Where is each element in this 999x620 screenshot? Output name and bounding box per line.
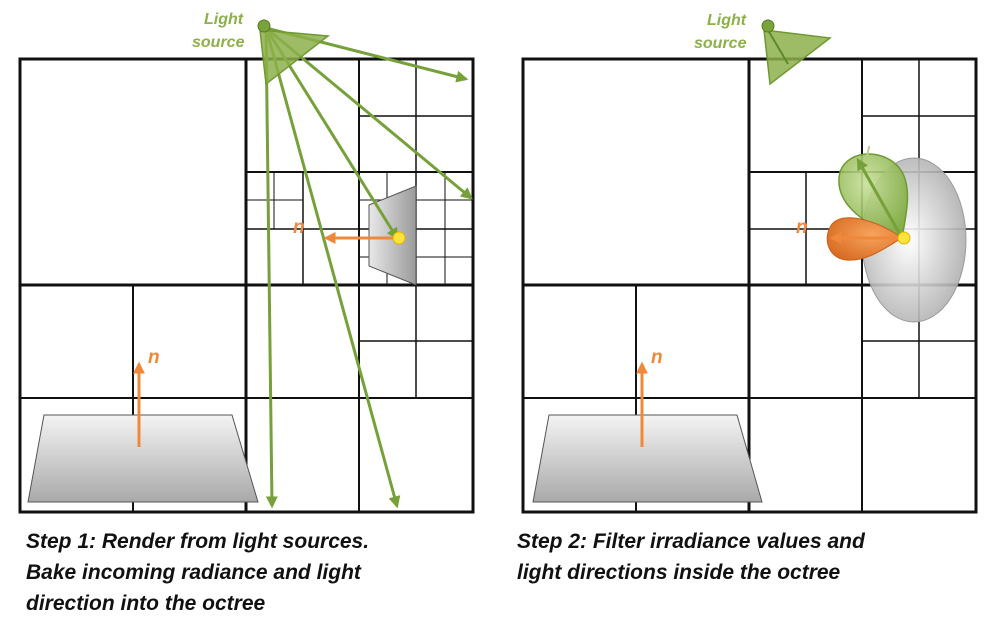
octree-grid	[18, 57, 475, 514]
floor-surface	[27, 414, 259, 503]
caption-line: Step 1: Render from light sources.	[26, 530, 370, 553]
caption-line: direction into the octree	[26, 592, 266, 615]
light-source-icon	[761, 19, 832, 86]
light-direction-label: l	[866, 143, 871, 159]
floor-surface	[532, 414, 763, 503]
sample-point-icon	[897, 231, 911, 245]
caption-step-2: Step 2: Filter irradiance values and lig…	[517, 526, 865, 588]
caption-line: light directions inside the octree	[517, 561, 841, 584]
wall-surface	[368, 185, 417, 286]
light-rays	[264, 26, 473, 509]
caption-step-1: Step 1: Render from light sources. Bake …	[26, 526, 369, 619]
light-source-label-line-1: Light	[707, 12, 747, 29]
floor-normal-label: n	[651, 347, 663, 368]
wall-normal-label: n	[293, 217, 305, 238]
floor-normal-label: n	[148, 347, 160, 368]
light-source-label-line-2: source	[694, 35, 747, 52]
sample-point-icon	[392, 231, 406, 245]
light-direction-arrow	[856, 157, 904, 239]
caption-line: Bake incoming radiance and light	[26, 561, 361, 584]
caption-line: Step 2: Filter irradiance values and	[517, 530, 865, 553]
light-source-icon	[257, 19, 330, 86]
light-source-label-line-2: source	[192, 34, 245, 51]
light-source-label-line-1: Light	[204, 11, 244, 28]
panel-step-2: l n n Light source	[521, 12, 978, 514]
octree-grid	[521, 57, 978, 514]
wall-normal-label: n	[796, 217, 808, 238]
panel-step-1: Light source n n	[18, 11, 475, 514]
